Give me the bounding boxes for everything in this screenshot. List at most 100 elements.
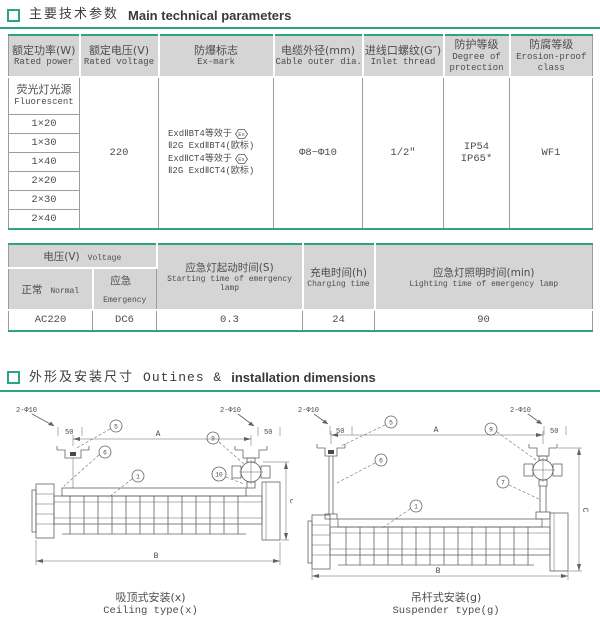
table-row: 1×40 (8, 151, 593, 172)
junction-box (523, 455, 563, 487)
svg-text:10: 10 (215, 471, 223, 478)
dimension-b: B (311, 567, 569, 580)
dimension-c: C (263, 461, 296, 541)
table-header-row: 额定功率(W)Rated power 额定电压(V)Rated voltage … (8, 35, 593, 78)
svg-text:B: B (436, 567, 441, 576)
section2-title-en-bold: installation dimensions (231, 370, 376, 386)
section2-title-zh: 外形及安装尺寸 (29, 369, 135, 385)
power-cell: 1×20 (8, 113, 80, 134)
svg-text:B: B (154, 552, 159, 561)
ceiling-bracket-left (56, 445, 90, 488)
svg-text:2-Φ10: 2-Φ10 (510, 407, 531, 415)
header-starting-time: 应急灯起动时间(S)Starting time of emergency lam… (156, 243, 304, 311)
section-header-dimensions: 外形及安装尺寸 Outines & installation dimension… (0, 363, 600, 390)
svg-text:2-Φ10: 2-Φ10 (298, 407, 319, 415)
dimension-b: B (35, 539, 281, 565)
svg-text:C: C (580, 507, 589, 512)
section-square-icon (7, 8, 20, 22)
ceiling-caption: 吸顶式安装(x) Ceiling type(x) (103, 590, 198, 617)
section2-underline (0, 389, 600, 392)
main-parameters-table: 额定功率(W)Rated power 额定电压(V)Rated voltage … (8, 34, 593, 230)
table-header-row: 电压(V)Voltage 应急灯起动时间(S)Starting time of … (8, 243, 593, 311)
svg-text:5: 5 (114, 423, 118, 430)
suspender-bracket-right (528, 443, 558, 457)
power-cell: 1×30 (8, 132, 80, 153)
callout: 1 (380, 499, 423, 530)
suspender-rod-right (535, 485, 551, 520)
svg-text:Ex: Ex (238, 156, 245, 163)
power-cell: 2×20 (8, 170, 80, 191)
section1-title-zh: 主要技术参数 (29, 7, 120, 22)
lighting-time-value: 90 (374, 309, 593, 332)
header-emergency: 应急Emergency (92, 267, 157, 311)
dimension-a: A (72, 430, 252, 446)
ceiling-bracket-right (234, 445, 268, 459)
power-cell: 2×40 (8, 208, 80, 230)
dimension-a: A (330, 426, 544, 444)
suspender-type-drawing: 2-Φ10 50 2-Φ10 50 (298, 407, 589, 580)
svg-text:6: 6 (379, 457, 383, 464)
ceiling-type-figure: 2-Φ10 50 2-Φ10 50 (8, 402, 296, 617)
svg-text:50: 50 (65, 429, 73, 437)
header-cable-dia: 电缆外径(mm)Cable outer dia. (273, 35, 364, 78)
callout: 9 (484, 422, 537, 461)
normal-voltage-value: AC220 (8, 309, 93, 332)
svg-text:2-Φ10: 2-Φ10 (16, 407, 37, 415)
callout: 9 (206, 431, 245, 465)
dimension-c: C (558, 447, 589, 572)
header-charging-time: 充电时间(h)Charging time (302, 243, 376, 311)
header-inlet-thread: 进线口螺纹(G″)Inlet thread (362, 35, 445, 78)
table-row: 2×40 (8, 208, 593, 230)
svg-text:9: 9 (489, 426, 493, 433)
section1-underline (0, 27, 600, 30)
header-lighting-time: 应急灯照明时间(min)Lighting time of emergency l… (374, 243, 593, 311)
svg-text:7: 7 (501, 479, 505, 486)
callout: 5 (74, 419, 123, 450)
callout: 6 (63, 445, 112, 487)
power-cell: 1×40 (8, 151, 80, 172)
hole-label-right: 2-Φ10 50 (220, 407, 281, 437)
svg-text:50: 50 (264, 429, 272, 437)
section-header-parameters: 主要技术参数 Main technical parameters (0, 0, 600, 27)
charging-time-value: 24 (302, 309, 375, 332)
suspender-bracket-left (316, 443, 346, 520)
installation-drawings: 2-Φ10 50 2-Φ10 50 (0, 392, 600, 617)
power-cell: 2×30 (8, 189, 80, 210)
ex-hexagon-icon: Ex (234, 129, 248, 140)
rated-voltage-value: 220 (79, 76, 159, 230)
table-row: 2×20 (8, 170, 593, 191)
lamp-body (307, 512, 569, 572)
svg-text:1: 1 (136, 473, 140, 480)
svg-text:6: 6 (103, 449, 107, 456)
svg-text:A: A (156, 430, 161, 439)
svg-text:50: 50 (550, 428, 558, 436)
suspender-type-figure: 2-Φ10 50 2-Φ10 50 (296, 402, 596, 617)
callout: 6 (334, 453, 388, 485)
table-row: 1×30 (8, 132, 593, 153)
svg-text:5: 5 (389, 419, 393, 426)
hole-label-left: 2-Φ10 50 (298, 407, 353, 436)
svg-text:9: 9 (211, 435, 215, 442)
suspender-caption: 吊杆式安装(g) Suspender type(g) (392, 590, 500, 617)
ex-hexagon-icon: Ex (234, 153, 248, 164)
svg-text:1: 1 (414, 503, 418, 510)
emergency-voltage-value: DC6 (92, 309, 157, 332)
header-voltage: 电压(V)Voltage (8, 243, 158, 269)
svg-text:C: C (287, 498, 293, 503)
erosion-value: WF1 (509, 76, 593, 230)
table-row: 2×30 (8, 189, 593, 210)
section2-title-en-serif: Outines & (143, 370, 223, 386)
ceiling-type-drawing: 2-Φ10 50 2-Φ10 50 (16, 407, 296, 565)
ex-mark-value: ExdⅡBT4等效于 Ex Ⅱ2G ExdⅡBT4(欧标) ExdⅡCT4等效于… (158, 76, 274, 230)
svg-text:Ex: Ex (238, 132, 245, 139)
hole-label-right: 2-Φ10 50 (510, 407, 567, 436)
junction-box (231, 457, 271, 489)
